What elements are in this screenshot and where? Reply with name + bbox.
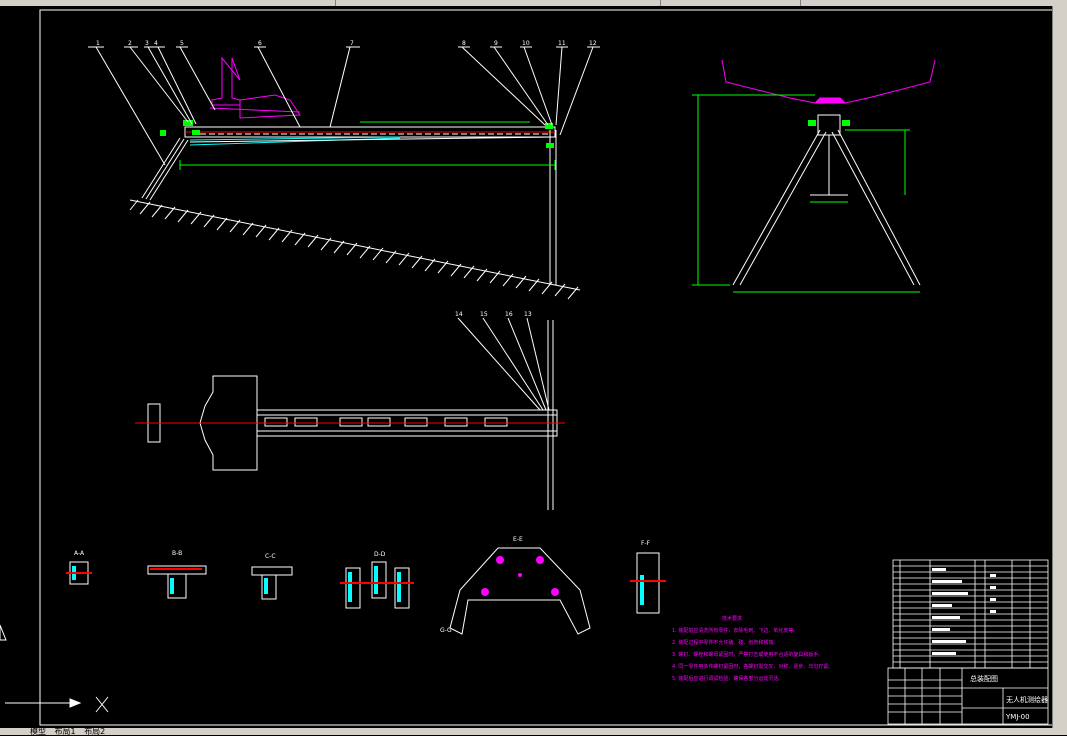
tripod-dimensions xyxy=(692,94,920,293)
top-view-body xyxy=(147,320,558,510)
section-views: A-A B-B C-C D-D E-E F-F G-G xyxy=(66,536,666,635)
vertical-scrollbar[interactable] xyxy=(1052,6,1067,728)
part-number: 14 xyxy=(455,311,463,318)
title-block xyxy=(887,667,1049,725)
part-number: 5 xyxy=(180,40,184,47)
drone-arms xyxy=(721,59,936,104)
section-fills xyxy=(72,566,644,605)
tripod-legs xyxy=(732,114,921,286)
project-name: 无人机测绘器 xyxy=(1006,695,1048,704)
part-number: 11 xyxy=(558,40,566,47)
drawing-name: 总装配图 xyxy=(970,674,998,683)
support-leg xyxy=(141,137,189,201)
layout-tab-bar xyxy=(0,728,1067,735)
section-label: D-D xyxy=(374,551,386,558)
tech-requirement-line: 2. 装配过程中零件不允许磕、碰、划伤和锈蚀。 xyxy=(672,639,778,646)
part-number: 9 xyxy=(494,40,498,47)
section-label: G-G xyxy=(440,627,452,634)
front-view xyxy=(692,59,936,293)
part-number-labels: 1 2 3 4 5 6 7 8 9 10 11 12 xyxy=(96,40,597,47)
tech-requirement-line: 3. 螺钉、螺栓和螺母紧固时，严禁打击或使用不合适的旋具和扳手。 xyxy=(672,651,823,658)
section-label: F-F xyxy=(641,540,651,547)
part-number: 8 xyxy=(462,40,466,47)
part-number: 4 xyxy=(154,40,158,47)
vertical-mast xyxy=(549,130,557,285)
top-view-slots xyxy=(264,417,508,427)
part-number: 10 xyxy=(522,40,530,47)
toolbar-divider xyxy=(800,0,801,6)
tech-requirement-line: 4. 同一零件用多件螺钉紧固时，各螺钉需交叉、对称、逐步、均匀拧紧。 xyxy=(672,663,833,670)
part-number: 1 xyxy=(96,40,100,47)
part-number: 16 xyxy=(505,311,513,318)
section-label: E-E xyxy=(513,536,523,543)
layout-tabs: 模型 布局1 布局2 xyxy=(30,727,111,736)
tech-requirement-line: 1. 装配前应清洗所有零件，去除毛刺、飞边、氧化皮等。 xyxy=(672,627,798,634)
part-number: 15 xyxy=(480,311,488,318)
part-number: 2 xyxy=(128,40,132,47)
drone-outline xyxy=(209,56,301,119)
part-number: 3 xyxy=(145,40,149,47)
top-view: 14 15 16 13 xyxy=(135,311,565,510)
tech-requirement-line: 5. 装配后应进行调试检验，确保各部分运动灵活。 xyxy=(672,675,783,682)
parts-list xyxy=(892,559,1049,669)
ucs-icon xyxy=(0,624,109,713)
section-label: B-B xyxy=(172,550,182,557)
tab-layout-2[interactable]: 布局2 xyxy=(84,727,106,736)
technical-requirements: 技术要求 1. 装配前应清洗所有零件，去除毛刺、飞边、氧化皮等。 2. 装配过程… xyxy=(672,615,833,682)
top-view-part-labels: 14 15 16 13 xyxy=(455,311,532,318)
tab-layout-1[interactable]: 布局1 xyxy=(54,727,76,736)
side-view: 1 2 3 4 5 6 7 8 9 10 11 12 xyxy=(88,40,600,300)
part-number: 7 xyxy=(350,40,354,47)
tab-model[interactable]: 模型 xyxy=(30,727,46,736)
main-boom xyxy=(184,126,556,146)
drawing-number: YMJ-00 xyxy=(1005,713,1030,721)
window-top-bar xyxy=(0,0,1067,6)
section-marks xyxy=(481,556,559,596)
section-label: A-A xyxy=(74,550,85,557)
toolbar-divider xyxy=(660,0,661,6)
part-number: 12 xyxy=(589,40,597,47)
leader-lines xyxy=(88,46,600,166)
section-bolts xyxy=(66,568,666,584)
top-view-leaders xyxy=(457,317,550,411)
section-label: C-C xyxy=(265,553,276,560)
toolbar-divider xyxy=(335,0,336,6)
dimension-lines xyxy=(179,121,556,170)
ground-hatch xyxy=(129,199,581,300)
part-number: 13 xyxy=(524,311,532,318)
parts-list-fills xyxy=(932,568,996,655)
tripod-joints xyxy=(808,120,850,126)
part-number: 6 xyxy=(258,40,262,47)
clamp-details xyxy=(160,120,554,148)
tech-requirements-heading: 技术要求 xyxy=(722,615,742,622)
